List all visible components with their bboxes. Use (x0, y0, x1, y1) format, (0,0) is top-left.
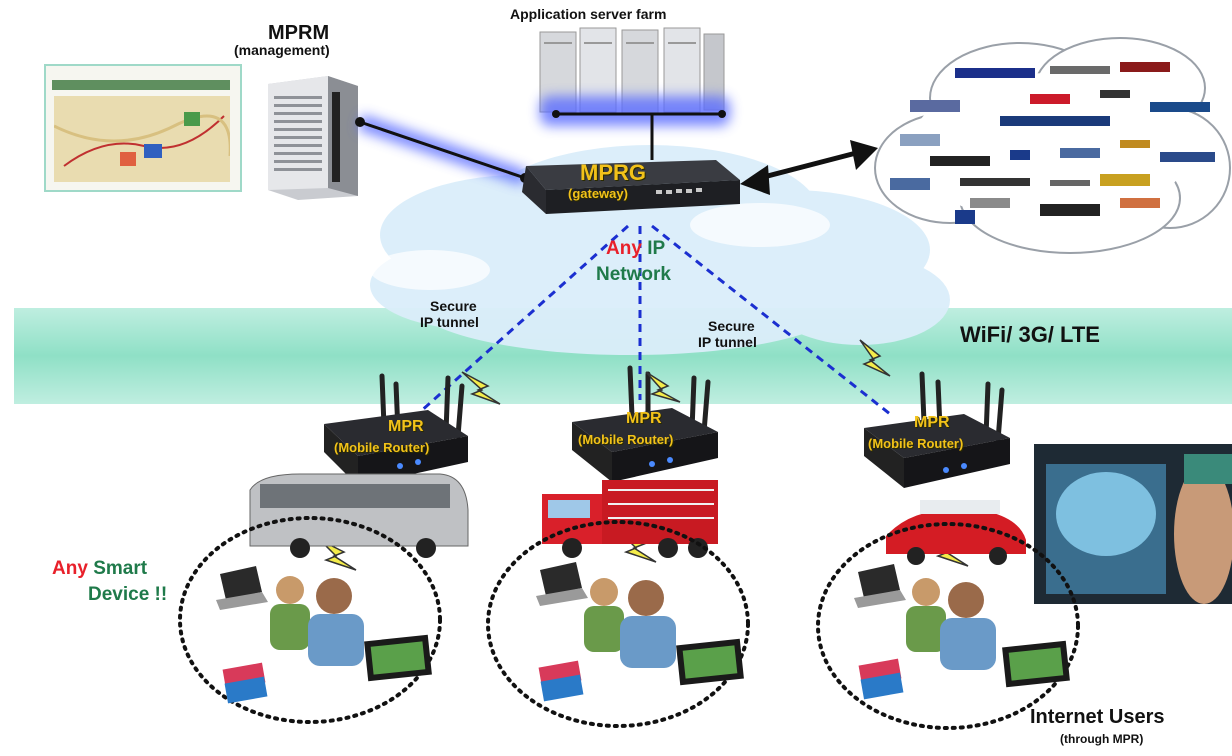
dashboard-map (53, 96, 232, 182)
secure-tunnel-label-2b: IP tunnel (698, 334, 757, 350)
mprm-title: MPRM (268, 22, 330, 44)
mprm-dashboard-thumbnail (44, 64, 242, 192)
mpr-1-subtitle: (Mobile Router) (334, 440, 430, 455)
laptop-icon (536, 562, 588, 606)
tablet-icon (1002, 640, 1070, 688)
internet-users-subtitle: (through MPR) (1060, 732, 1144, 746)
users-icon (270, 576, 364, 666)
users-icon (584, 578, 676, 668)
car-icon (886, 500, 1026, 565)
tablet-icon (676, 638, 744, 686)
mprm-server-icon (268, 76, 358, 200)
secure-tunnel-label-1b: IP tunnel (420, 314, 479, 330)
any-ip-network-label: Any IP (606, 238, 665, 260)
mprg-subtitle: (gateway) (568, 186, 628, 201)
device-group-2-boundary (486, 520, 750, 728)
any-ip-network-text: Network (596, 264, 671, 285)
users-icon (906, 578, 996, 670)
any-smart-device: Device !! (88, 584, 168, 605)
internet-users-label: Internet Users (1030, 706, 1165, 728)
mpr-router-3-device (864, 371, 1010, 488)
laptop-icon (854, 564, 906, 608)
mpr-router-2-device (572, 365, 718, 482)
mprg-gateway-device (522, 160, 740, 214)
mpr-2-title: MPR (626, 410, 662, 427)
dashboard-menu-bar (52, 80, 230, 90)
phones-icon (222, 662, 268, 704)
mpr-3-subtitle: (Mobile Router) (868, 436, 964, 451)
bus-icon (249, 473, 469, 558)
mpr-1-title: MPR (388, 418, 424, 435)
secure-tunnel-label-2a: Secure (708, 318, 755, 334)
user-photo-image (1034, 444, 1232, 604)
mprg-title: MPRG (580, 160, 646, 185)
device-group-3-boundary (816, 522, 1080, 730)
laptop-icon (216, 566, 268, 610)
secure-tunnel-label-1a: Secure (430, 298, 477, 314)
phones-icon (538, 660, 584, 702)
any-smart-label: Any Smart (52, 558, 147, 580)
lightning-icon (645, 371, 681, 403)
lightning-icon (461, 371, 501, 405)
any-ip-any: Any (606, 238, 642, 259)
server-farm-label: Application server farm (510, 6, 667, 22)
mprm-subtitle: (management) (234, 42, 330, 58)
tablet-icon (364, 634, 432, 682)
wireless-label: WiFi/ 3G/ LTE (960, 322, 1100, 347)
any-smart-smart: Smart (93, 558, 148, 579)
fire-truck-icon (542, 480, 718, 558)
device-group-1-boundary (178, 516, 442, 724)
phones-icon (858, 658, 904, 700)
any-ip-ip: IP (647, 238, 666, 259)
map-routes-icon (53, 112, 232, 167)
mpr-2-subtitle: (Mobile Router) (578, 432, 674, 447)
lightning-icon (859, 339, 891, 377)
mpr-3-title: MPR (914, 414, 950, 431)
lightning-icon (319, 539, 357, 571)
any-smart-any: Any (52, 558, 88, 579)
partner-cloud (874, 37, 1231, 254)
